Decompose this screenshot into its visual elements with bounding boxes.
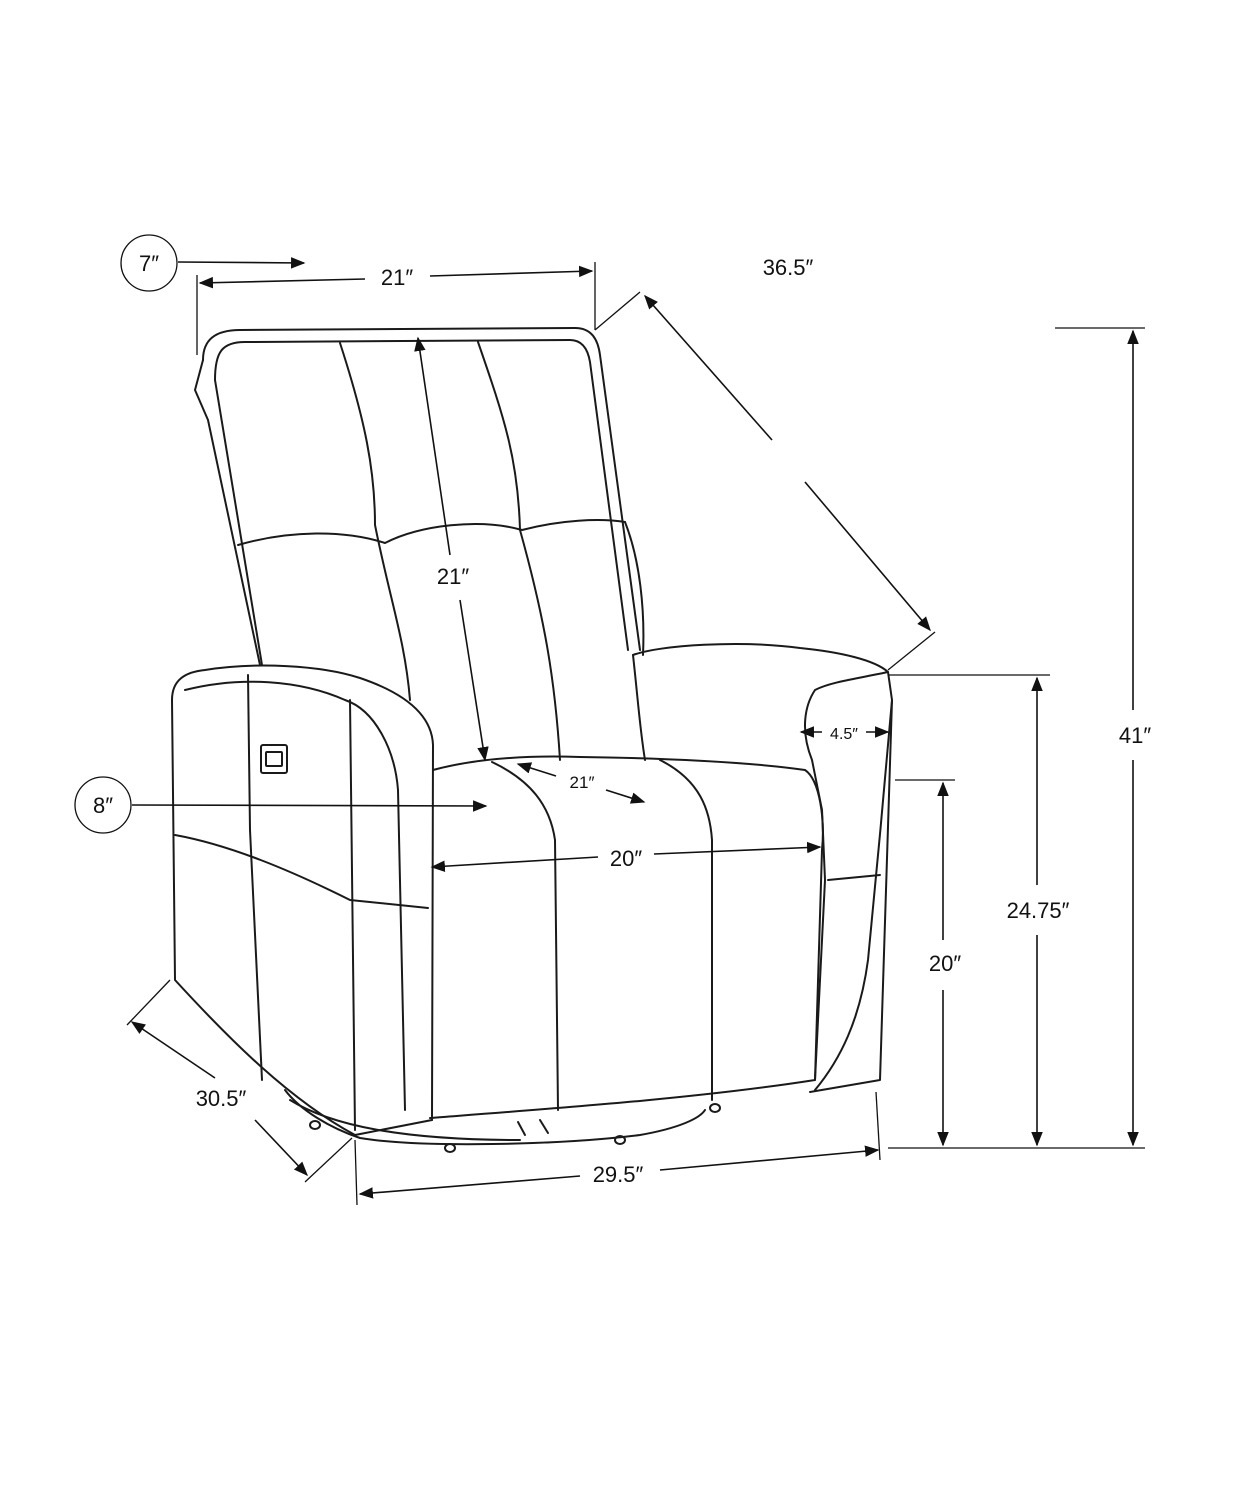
total-height-label: 41″ [1119, 723, 1151, 748]
seat-width-label: 20″ [610, 846, 642, 871]
backrest-left-side [194, 359, 261, 666]
dimension-labels: 21″ 36.5″ 41″ 7″ 21″ 8″ 21″ 20″ 4.5″ 24.… [93, 251, 1151, 1187]
seat-cushion-callout [74, 776, 132, 834]
diagonal-depth-label: 36.5″ [763, 255, 814, 280]
side-depth-label: 30.5″ [196, 1086, 247, 1111]
seat-height-label: 20″ [929, 951, 961, 976]
dimension-lines [74, 234, 1145, 1206]
backrest-outline [202, 327, 641, 651]
back-seam-horizontal [237, 519, 626, 546]
back-cushion-thickness-label: 7″ [139, 251, 159, 276]
left-arm [171, 664, 434, 1121]
back-seam-left [339, 342, 411, 701]
back-width-label: 21″ [381, 265, 413, 290]
seat-seam-right [659, 759, 713, 1101]
power-button-icon [260, 744, 288, 774]
seat-seam-left [491, 761, 559, 1111]
arm-height-label: 24.75″ [1007, 898, 1070, 923]
back-seam-right [477, 341, 561, 761]
seat-cushion-thickness-label: 8″ [93, 793, 113, 818]
backrest-inner-outline [214, 339, 629, 651]
seat-cushion [429, 755, 824, 1119]
arm-width-label: 4.5″ [830, 726, 858, 743]
swivel-base [284, 1089, 706, 1146]
seat-depth-label: 21″ [570, 773, 595, 792]
recliner-chair-drawing [171, 327, 893, 1153]
back-cushion-callout [120, 234, 178, 292]
back-length-label: 21″ [437, 564, 469, 589]
right-arm [632, 643, 893, 1093]
overall-width-label: 29.5″ [593, 1162, 644, 1187]
